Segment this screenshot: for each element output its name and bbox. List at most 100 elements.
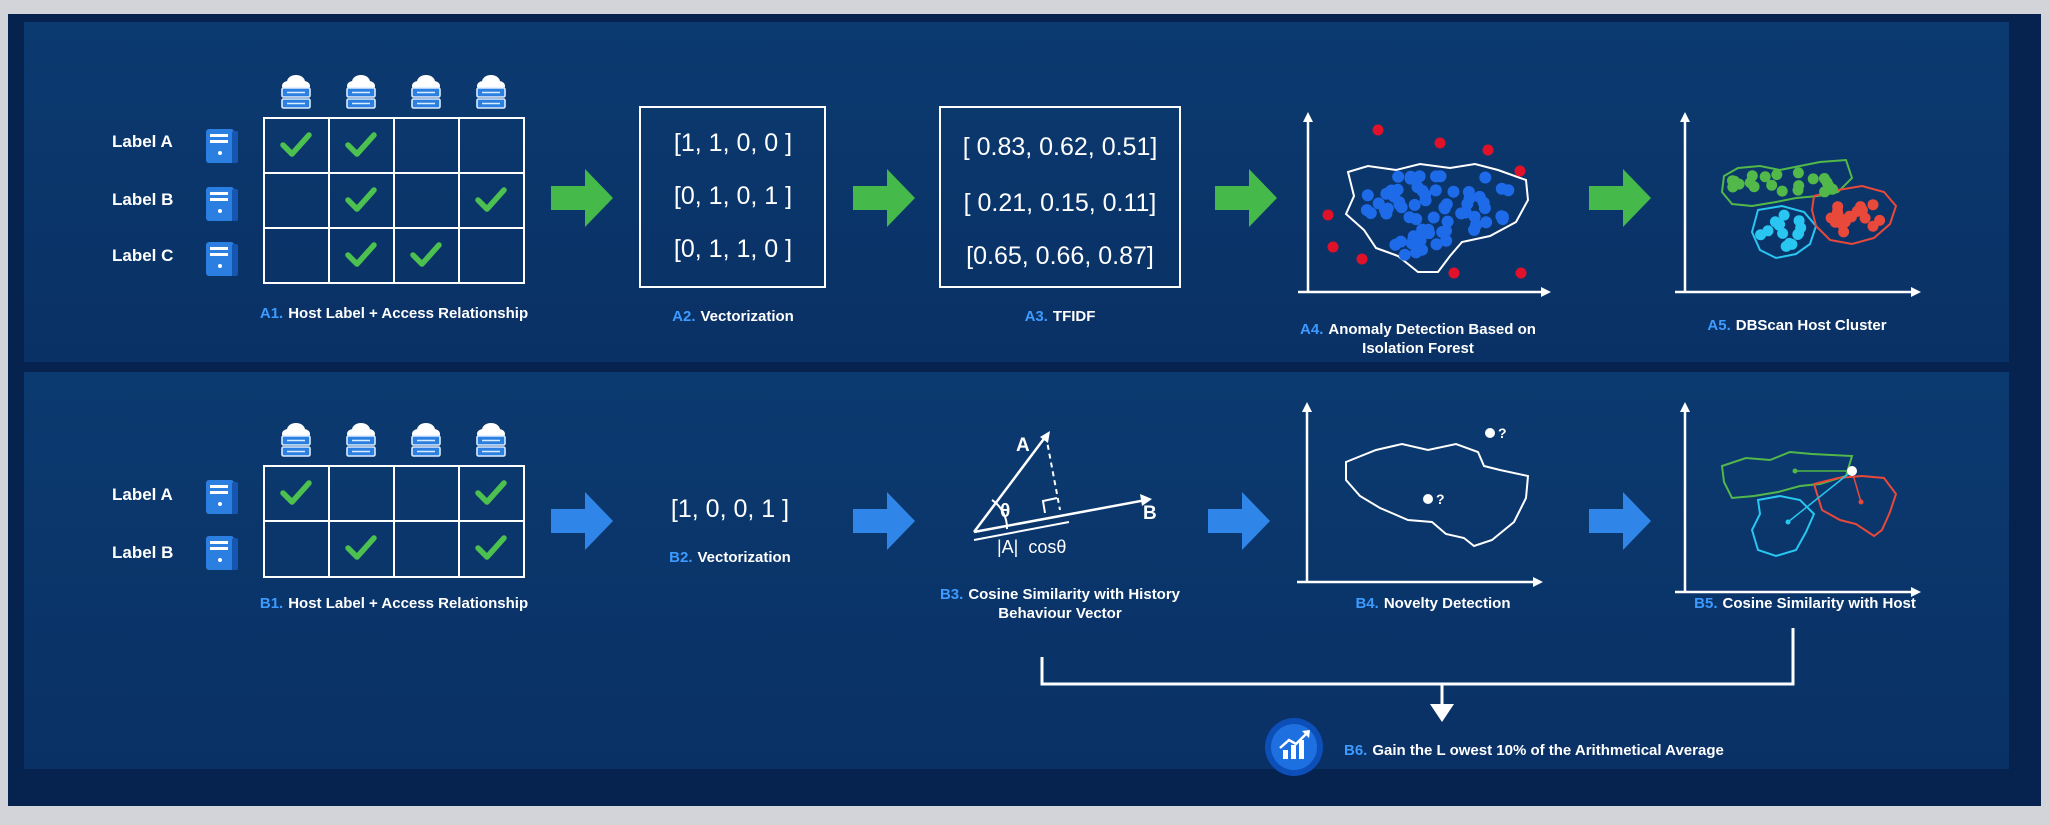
b3-caption-line2: Behaviour Vector (998, 605, 1122, 622)
a2-vector: [0, 1, 0, 1 ] (674, 182, 792, 210)
a3-caption: A3.TFIDF (1025, 308, 1096, 325)
b6-caption: B6.Gain the L owest 10% of the Arithmeti… (1344, 742, 1724, 759)
a4-anomaly-detection: A4.Anomaly Detection Based on Isolation … (1298, 112, 1551, 357)
data-point (1792, 184, 1804, 196)
data-point (1427, 211, 1440, 224)
a2-vector: [0, 1, 1, 0 ] (674, 235, 792, 263)
cloud-server-icon (476, 422, 506, 457)
server-icon (206, 129, 238, 163)
data-point (1778, 209, 1790, 221)
data-point (1771, 169, 1783, 181)
b5-caption: B5.Cosine Similarity with Host (1694, 595, 1916, 612)
data-point (1389, 238, 1402, 251)
data-point (1780, 240, 1792, 252)
arrow-right-icon (853, 169, 915, 227)
b1-caption: B1.Host Label + Access Relationship (260, 595, 528, 612)
b1-label-b: Label B (112, 543, 173, 562)
b6-aggregation-bracket (1040, 628, 1795, 722)
data-point (1470, 219, 1482, 232)
b3-label-theta: θ (1000, 501, 1010, 522)
b3-caption: B3.Cosine Similarity with History (940, 586, 1181, 603)
data-point (1839, 216, 1851, 228)
data-point (1766, 179, 1778, 191)
a5-dbscan-cluster: A5.DBScan Host Cluster (1675, 112, 1921, 334)
a3-tfidf: [ 0.83, 0.62, 0.51] [ 0.21, 0.15, 0.11] … (939, 106, 1181, 325)
data-point (1462, 186, 1475, 198)
growth-chart-icon (1265, 718, 1323, 776)
b2-vectorization: [1, 0, 0, 1 ] B2.Vectorization (669, 495, 791, 566)
data-point (1774, 218, 1786, 230)
arrow-right-icon (1215, 169, 1277, 227)
data-point (1441, 215, 1454, 228)
data-point (1419, 194, 1432, 207)
cloud-server-icon (476, 74, 506, 109)
a3-vector: [0.65, 0.66, 0.87] (966, 242, 1154, 270)
a1-label-c: Label C (112, 246, 173, 265)
a1-label-a: Label A (112, 132, 173, 151)
data-point (1793, 228, 1805, 239)
check-icon (478, 538, 504, 557)
b4-caption: B4.Novelty Detection (1355, 595, 1510, 612)
data-point (1480, 216, 1493, 229)
data-point (1392, 170, 1405, 183)
b4-unknown-mark: ? (1498, 425, 1507, 441)
a2-vectorization: [1, 1, 0, 0 ] [0, 1, 0, 1 ] [0, 1, 1, 0 … (639, 106, 826, 325)
data-point (1416, 243, 1428, 256)
data-point (1821, 177, 1833, 188)
cloud-server-icon (346, 74, 376, 109)
arrow-right-icon (551, 492, 613, 550)
data-point (1755, 229, 1767, 241)
cloud-server-icon (411, 422, 441, 457)
cloud-server-icon (281, 74, 311, 109)
data-point (1792, 167, 1804, 179)
data-point (1759, 171, 1771, 183)
data-point (1410, 213, 1423, 226)
b3-cosine-similarity: A B θ |A| cosθ B3.Cosine Similarity with… (940, 431, 1181, 622)
b2-caption: B2.Vectorization (669, 549, 791, 566)
a4-caption: A4.Anomaly Detection Based on (1300, 321, 1536, 338)
check-icon (413, 245, 439, 264)
b3-label-b: B (1143, 503, 1157, 524)
data-point (1361, 189, 1374, 202)
data-point (1447, 185, 1460, 198)
data-point (1404, 170, 1417, 183)
a5-caption: A5.DBScan Host Cluster (1707, 317, 1886, 334)
server-icon (206, 242, 238, 276)
arrow-right-icon (1208, 492, 1270, 550)
cloud-server-icon (281, 422, 311, 457)
a1-access-matrix: Label A Label B Label C A1.Host Label + … (112, 74, 528, 322)
b2-vector: [1, 0, 0, 1 ] (671, 495, 789, 523)
data-point (1405, 237, 1418, 250)
data-point (1430, 238, 1443, 251)
check-icon (348, 245, 374, 264)
cloud-server-icon (411, 74, 441, 109)
data-point (1777, 227, 1789, 239)
data-point (1851, 205, 1863, 217)
data-point (1461, 197, 1474, 210)
check-icon (478, 190, 504, 209)
data-point (1477, 196, 1490, 209)
data-point (1495, 182, 1508, 195)
b1-access-matrix: Label A Label B B1.Host Label + Access R… (112, 422, 528, 612)
a3-vector: [ 0.21, 0.15, 0.11] (964, 189, 1157, 217)
data-point (1398, 248, 1411, 261)
server-icon (206, 187, 238, 221)
arrow-right-icon (853, 492, 915, 550)
check-icon (348, 135, 374, 154)
server-icon (206, 480, 238, 514)
data-point (1440, 234, 1453, 247)
data-point (1867, 220, 1879, 232)
data-point (1440, 198, 1453, 211)
data-point (1440, 224, 1452, 237)
arrow-right-icon (551, 169, 613, 227)
data-point (1429, 184, 1442, 197)
b6-lowest-average: B6.Gain the L owest 10% of the Arithmeti… (1265, 718, 1724, 776)
b3-label-a: A (1016, 435, 1030, 456)
b5-cosine-similarity-host: B5.Cosine Similarity with Host (1675, 402, 1921, 612)
data-point (1411, 181, 1424, 193)
b4-novelty-detection: ? ? B4.Novelty Detection (1297, 402, 1543, 612)
data-point (1807, 173, 1819, 185)
data-point (1746, 170, 1758, 182)
cloud-server-icon (346, 422, 376, 457)
check-icon (283, 483, 309, 502)
